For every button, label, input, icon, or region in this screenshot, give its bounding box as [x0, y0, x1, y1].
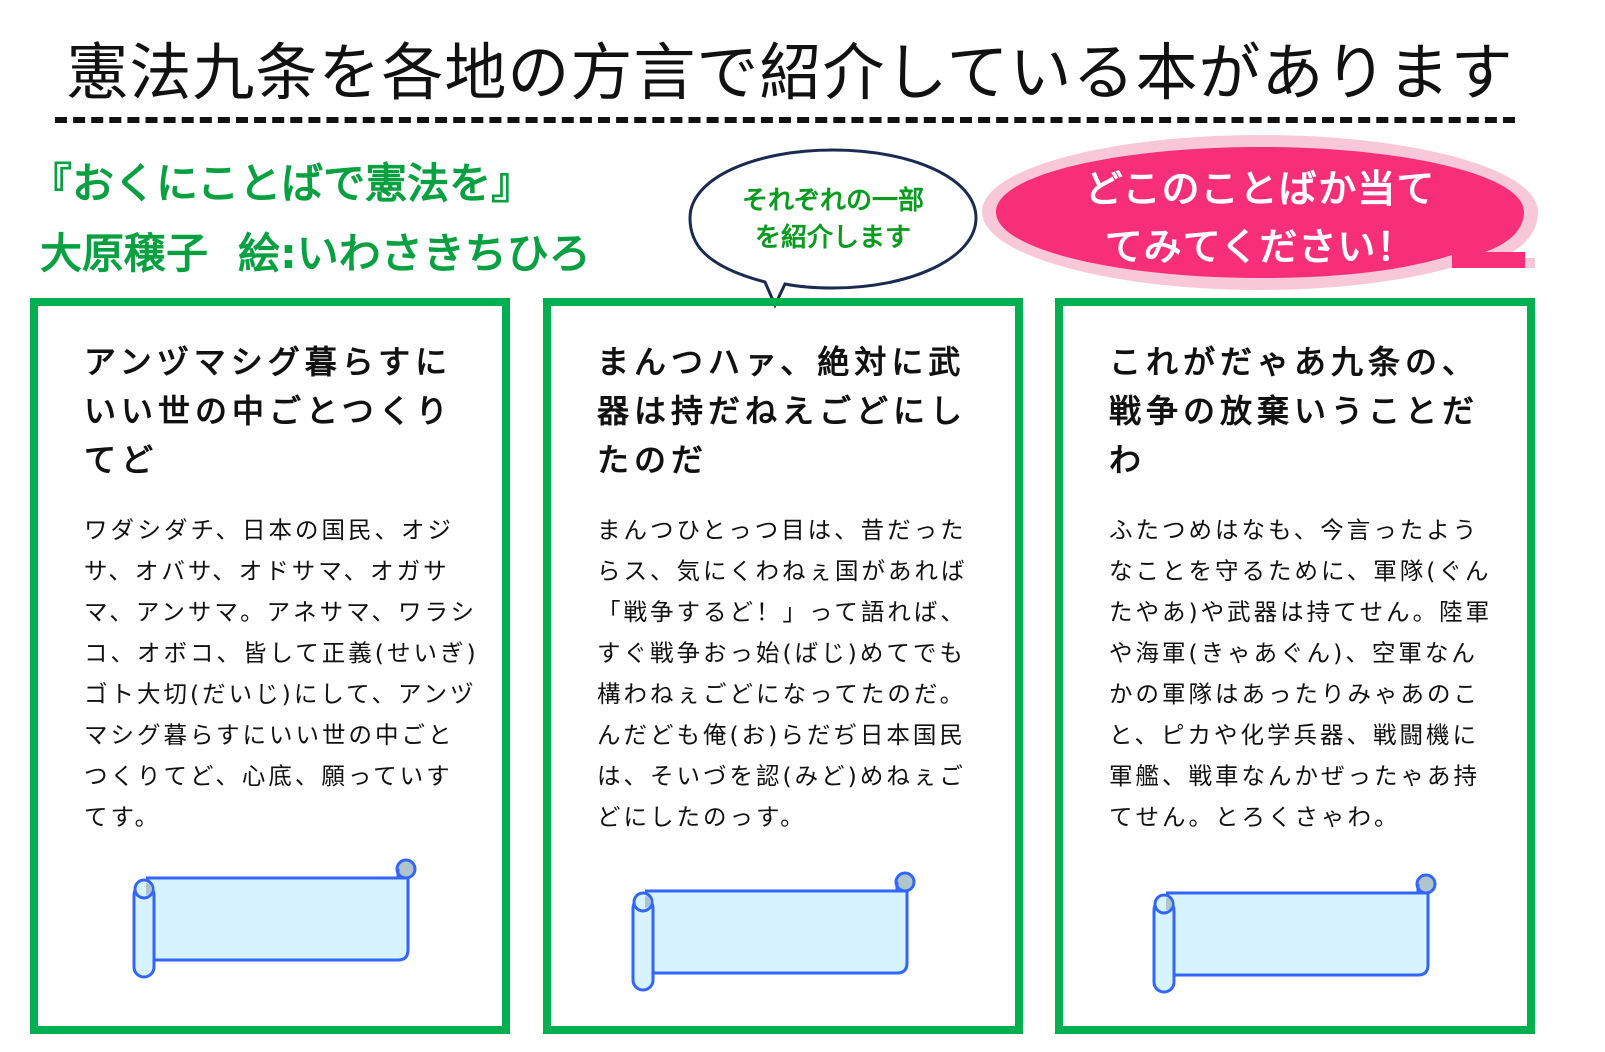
book-author: 大原穣子	[40, 229, 209, 278]
speech-line-2: を紹介します	[754, 223, 911, 253]
book-credits: 大原穣子絵:いわさきちひろ	[40, 220, 591, 281]
book-title: 『おくにことばで憲法を』	[30, 159, 534, 208]
dialect-card-2: まんつハァ、絶対に武器は持だねえごどにしたのだ まんつひとっつ目は、昔だったらス…	[543, 298, 1023, 1034]
speech-line-1: それぞれの一部	[741, 186, 924, 216]
dialect-card-1: アンヅマシグ暮らすにいい世の中ごとつくりてど ワダシダチ、日本の国民、オジサ、オ…	[30, 298, 510, 1034]
scroll-answer-box-3	[1152, 873, 1437, 994]
quiz-line-2: てみてください！	[1104, 225, 1416, 269]
quiz-bubble	[996, 147, 1525, 278]
card-heading: アンヅマシグ暮らすにいい世の中ごとつくりてど	[84, 343, 453, 479]
card-body: まんつひとっつ目は、昔だったらス、気にくわねぇ国があれば「戦争するど！」って語れ…	[597, 516, 968, 831]
quiz-bubble-text: どこのことばか当ててみてください！	[1000, 160, 1520, 276]
page-title: 憲法九条を各地の方言で紹介している本があります	[66, 36, 1514, 109]
card-heading: まんつハァ、絶対に武器は持だねえごどにしたのだ	[597, 343, 968, 479]
card-body: ふたつめはなも、今言ったようなことを守るために、軍隊(ぐんたやあ)や武器は持てせ…	[1109, 516, 1493, 831]
book-illustrator: 絵:いわさきちひろ	[238, 229, 591, 278]
scroll-answer-box-2	[631, 871, 916, 992]
speech-bubble-text: それぞれの一部を紹介します	[688, 183, 978, 257]
speech-bubble	[688, 148, 978, 309]
scroll-answer-box-1	[132, 858, 417, 979]
card-heading: これがだゃあ九条の、戦争の放棄いうことだわ	[1109, 343, 1480, 479]
card-body: ワダシダチ、日本の国民、オジサ、オバサ、オドサマ、オガサマ、アンサマ。アネサマ、…	[84, 516, 479, 831]
dialect-card-3: これがだゃあ九条の、戦争の放棄いうことだわ ふたつめはなも、今言ったようなことを…	[1055, 298, 1535, 1034]
dashed-divider	[55, 117, 1515, 123]
quiz-line-1: どこのことばか当て	[1084, 167, 1436, 211]
callout-shapes	[688, 135, 1538, 309]
